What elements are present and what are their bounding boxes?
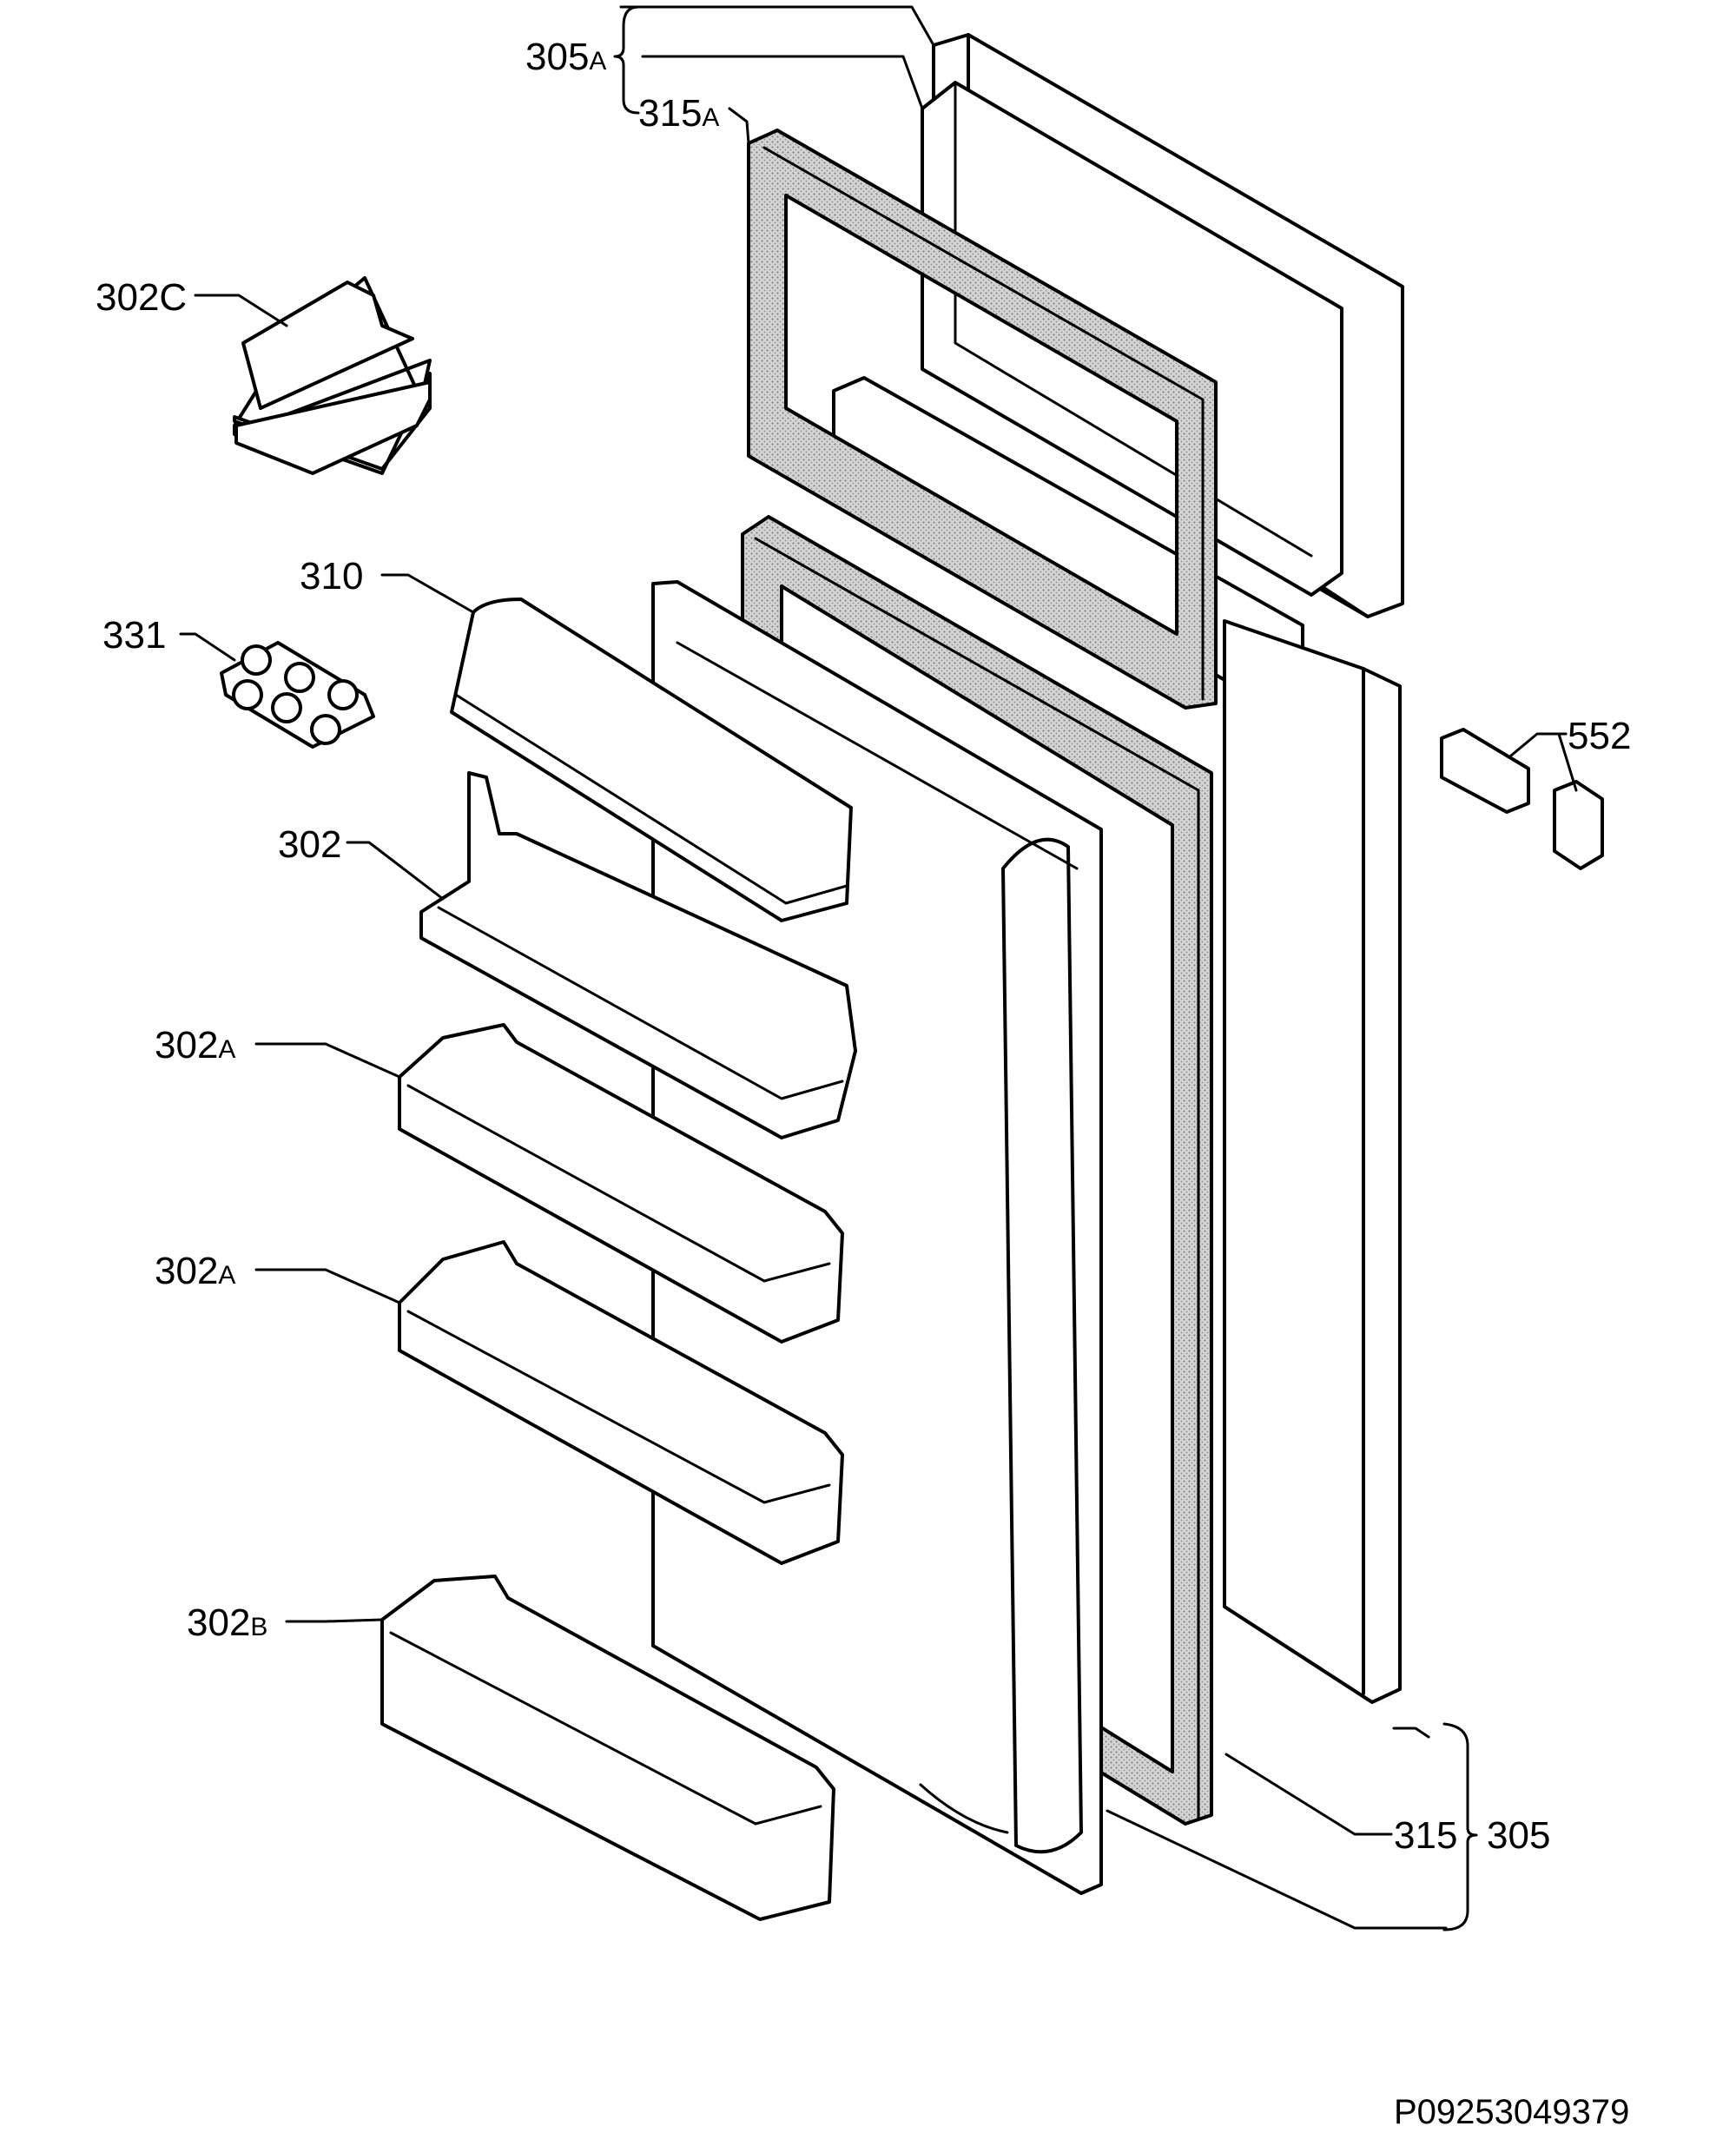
label-305: 305 [1487,1814,1550,1857]
label-310: 310 [300,555,363,598]
part-302-door-shelf [419,771,857,1139]
label-552: 552 [1568,715,1631,757]
freezer-door-gasket [747,129,1218,710]
label-315A: 315A [638,92,719,135]
label-302: 302 [278,823,341,866]
label-302B: 302B [187,1601,267,1644]
part-552-hinge-brackets [1440,728,1604,870]
part-302C-butter-box [233,276,432,475]
label-315: 315 [1394,1814,1457,1857]
label-331: 331 [102,614,166,657]
part-302A-door-shelf-2 [398,1240,844,1565]
label-302C: 302C [96,276,187,319]
part-302A-door-shelf-1 [398,1023,844,1344]
part-331-egg-tray [220,641,375,749]
label-302A-1: 302A [155,1024,235,1066]
leader-lines [179,5,1578,1931]
label-305A: 305A [525,36,606,78]
label-302A-2: 302A [155,1250,235,1292]
part-302B-door-shelf-bottom [380,1575,835,1921]
fridge-door-outer-panel [1223,619,1402,1704]
callout-labels: 305A 315A 302C 310 331 302 552 302A 302A… [96,36,1631,1857]
part-310-shelf-cover [450,598,853,922]
drawing-code: P09253049379 [1394,2093,1629,2131]
